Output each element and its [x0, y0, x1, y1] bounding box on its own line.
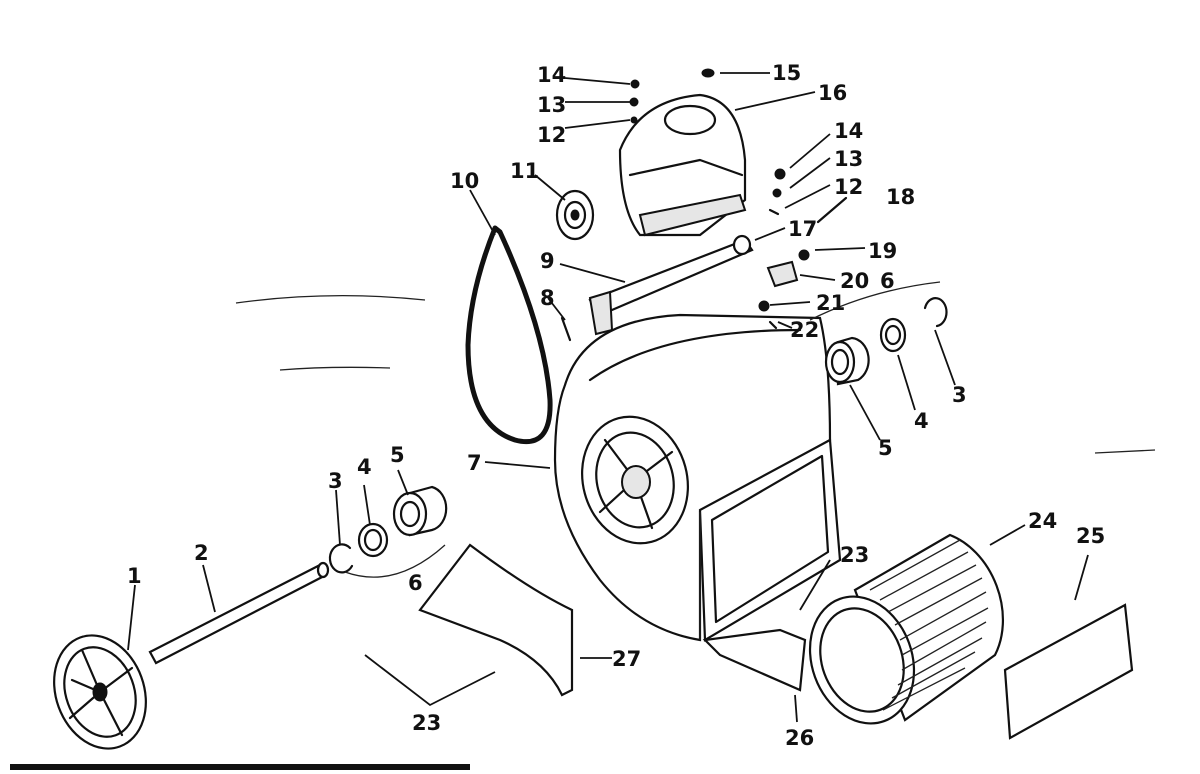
callout-label: 11 [510, 159, 539, 183]
callout-label: 23 [840, 543, 869, 567]
callout-label: 14 [537, 63, 566, 87]
callout-label: 19 [868, 239, 897, 263]
scan-mark [1094, 449, 1156, 454]
callout-label: 2 [194, 541, 209, 565]
callout-label: 7 [467, 451, 482, 475]
bearing-stack-left [328, 485, 448, 578]
hardware [560, 68, 848, 342]
callout-label: 15 [772, 61, 801, 85]
scan-mark [279, 366, 391, 371]
callout-label: 23 [412, 711, 441, 735]
callout-label: 27 [612, 647, 641, 671]
callout-label: 3 [952, 383, 967, 407]
callout-label: 3 [328, 469, 343, 493]
cutoff-plate [418, 543, 574, 697]
blower-pulley [53, 634, 147, 750]
callout-label: 5 [390, 443, 405, 467]
callout-label: 14 [834, 119, 863, 143]
callout-label: 21 [816, 291, 845, 315]
callout-label: 22 [790, 318, 819, 342]
callout-label: 1 [127, 564, 142, 588]
callout-label: 16 [818, 81, 847, 105]
callout-label: 12 [537, 123, 566, 147]
callout-labels: 1 2 3 4 5 6 7 8 9 10 11 12 13 14 15 16 1… [127, 61, 1105, 750]
callout-label: 10 [450, 169, 479, 193]
callout-label: 4 [914, 409, 929, 433]
callout-label: 17 [788, 217, 817, 241]
callout-label: 9 [540, 249, 555, 273]
blower-shaft [148, 561, 330, 665]
drive-belt [465, 225, 553, 444]
callout-label: 4 [357, 455, 372, 479]
bearing-stack-right [809, 281, 948, 386]
callout-label: 5 [878, 436, 893, 460]
access-panel [1003, 603, 1134, 740]
callout-label: 12 [834, 175, 863, 199]
callout-label: 6 [880, 269, 895, 293]
callout-label: 18 [886, 185, 915, 209]
leader-lines [127, 72, 1089, 723]
callout-label: 26 [785, 726, 814, 750]
blower-wheel [808, 533, 1004, 725]
motor-assembly [555, 93, 754, 336]
callout-label: 13 [834, 147, 863, 171]
scan-mark [235, 295, 426, 304]
blower-housing [553, 313, 842, 692]
callout-label: 20 [840, 269, 869, 293]
callout-label: 25 [1076, 524, 1105, 548]
callout-label: 6 [408, 571, 423, 595]
callout-label: 24 [1028, 509, 1057, 533]
bottom-rule [10, 764, 470, 770]
callout-label: 8 [540, 286, 555, 310]
callout-label: 13 [537, 93, 566, 117]
